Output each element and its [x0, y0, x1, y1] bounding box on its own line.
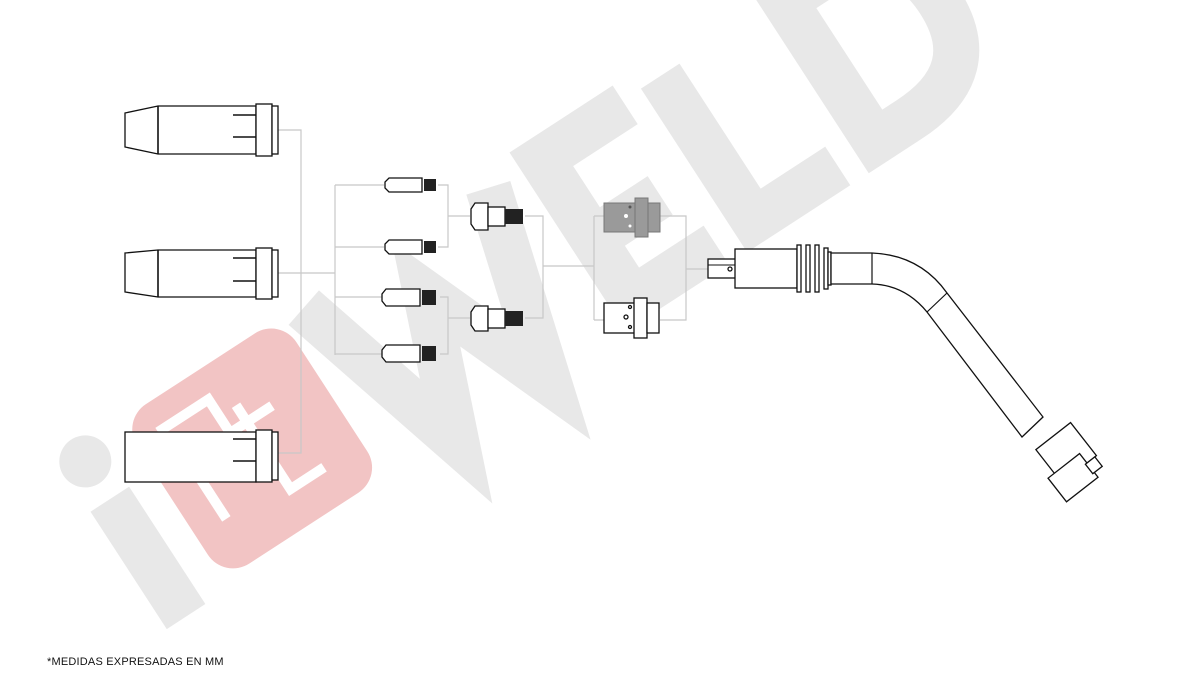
- contact-tip[interactable]: [381, 288, 436, 307]
- contact-tip[interactable]: [384, 177, 436, 193]
- tapered-nozzle[interactable]: [124, 247, 279, 300]
- tip-holder[interactable]: [470, 305, 523, 332]
- cylindrical-nozzle[interactable]: [124, 429, 279, 483]
- contact-tip[interactable]: [384, 239, 436, 255]
- conical-nozzle[interactable]: [124, 103, 279, 157]
- tip-holder[interactable]: [470, 202, 523, 231]
- gray-diffuser[interactable]: [603, 197, 661, 238]
- swan-neck[interactable]: [707, 244, 1108, 503]
- contact-tip[interactable]: [381, 344, 436, 363]
- measurement-note: *MEDIDAS EXPRESADAS EN MM: [47, 656, 224, 668]
- watermark-logo: [59, 0, 980, 630]
- white-diffuser[interactable]: [603, 297, 660, 339]
